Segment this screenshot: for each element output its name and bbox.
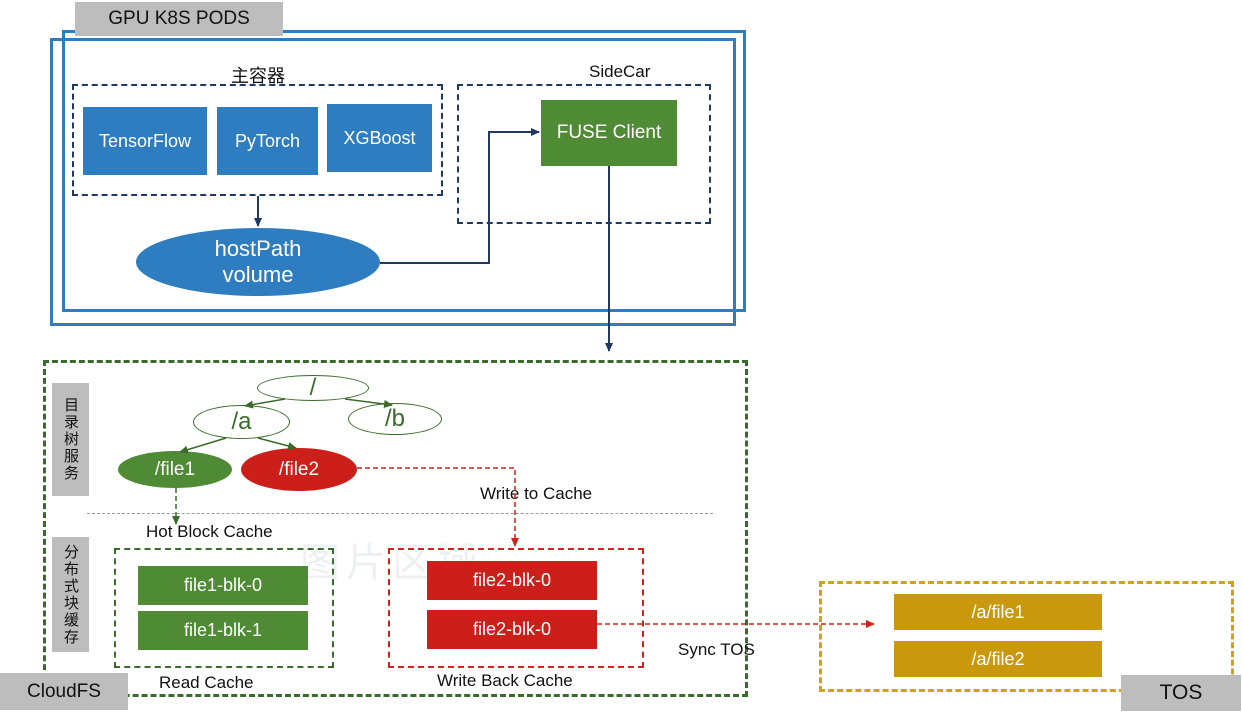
arrow-volume-to-fuse bbox=[380, 128, 540, 264]
hostpath-volume-line2: volume bbox=[222, 262, 294, 287]
tree-node-a: /a bbox=[193, 405, 290, 439]
hot-block-cache-label: Hot Block Cache bbox=[146, 522, 273, 541]
cloudfs-frame bbox=[43, 360, 748, 697]
arrow-file2-to-write-cache bbox=[357, 467, 519, 547]
write-back-cache-box bbox=[388, 548, 644, 668]
fuse-client-box: FUSE Client bbox=[541, 100, 677, 166]
sidecar-label: SideCar bbox=[589, 62, 651, 81]
framework-xgboost: XGBoost bbox=[327, 104, 432, 172]
section-separator bbox=[87, 513, 713, 514]
sidecar-box bbox=[457, 84, 711, 224]
read-cache-box bbox=[114, 548, 334, 668]
write-back-cache-label: Write Back Cache bbox=[437, 671, 573, 690]
cloudfs-tab: CloudFS bbox=[0, 673, 128, 710]
main-container-label: 主容器 bbox=[231, 66, 285, 86]
tree-node-b: /b bbox=[348, 403, 442, 435]
edge-root-to-a bbox=[244, 398, 286, 409]
tos-frame bbox=[819, 581, 1234, 692]
pods-tab: GPU K8S PODS bbox=[75, 2, 283, 36]
tos-tab: TOS bbox=[1121, 675, 1241, 711]
write-to-cache-label: Write to Cache bbox=[480, 484, 593, 503]
edge-root-to-b bbox=[344, 398, 393, 408]
block-cache-label: 分布式块缓存 bbox=[52, 537, 89, 652]
tos-file-2: /a/file2 bbox=[894, 641, 1102, 677]
pod-frame-front bbox=[50, 38, 736, 326]
main-container-box bbox=[72, 84, 443, 196]
tree-node-root: / bbox=[257, 374, 369, 401]
write-back-block-0: file2-blk-0 bbox=[427, 561, 597, 600]
read-cache-block-0: file1-blk-0 bbox=[138, 566, 308, 605]
write-back-block-1: file2-blk-0 bbox=[427, 610, 597, 649]
hostpath-volume-line1: hostPath bbox=[214, 236, 302, 261]
read-cache-label: Read Cache bbox=[159, 673, 254, 692]
hostpath-volume-ellipse: hostPath volume bbox=[136, 228, 380, 296]
edge-a-to-file2 bbox=[257, 437, 297, 450]
edge-a-to-file1 bbox=[179, 437, 227, 454]
tos-file-1: /a/file1 bbox=[894, 594, 1102, 630]
tree-node-file2: /file2 bbox=[241, 448, 357, 491]
pod-frame-back bbox=[62, 30, 746, 312]
read-cache-block-1: file1-blk-1 bbox=[138, 611, 308, 650]
framework-tensorflow: TensorFlow bbox=[83, 107, 207, 175]
framework-pytorch: PyTorch bbox=[217, 107, 318, 175]
dir-service-label: 目录树服务 bbox=[52, 383, 89, 496]
sync-tos-label: Sync TOS bbox=[678, 640, 755, 659]
tree-node-file1: /file1 bbox=[118, 451, 232, 488]
